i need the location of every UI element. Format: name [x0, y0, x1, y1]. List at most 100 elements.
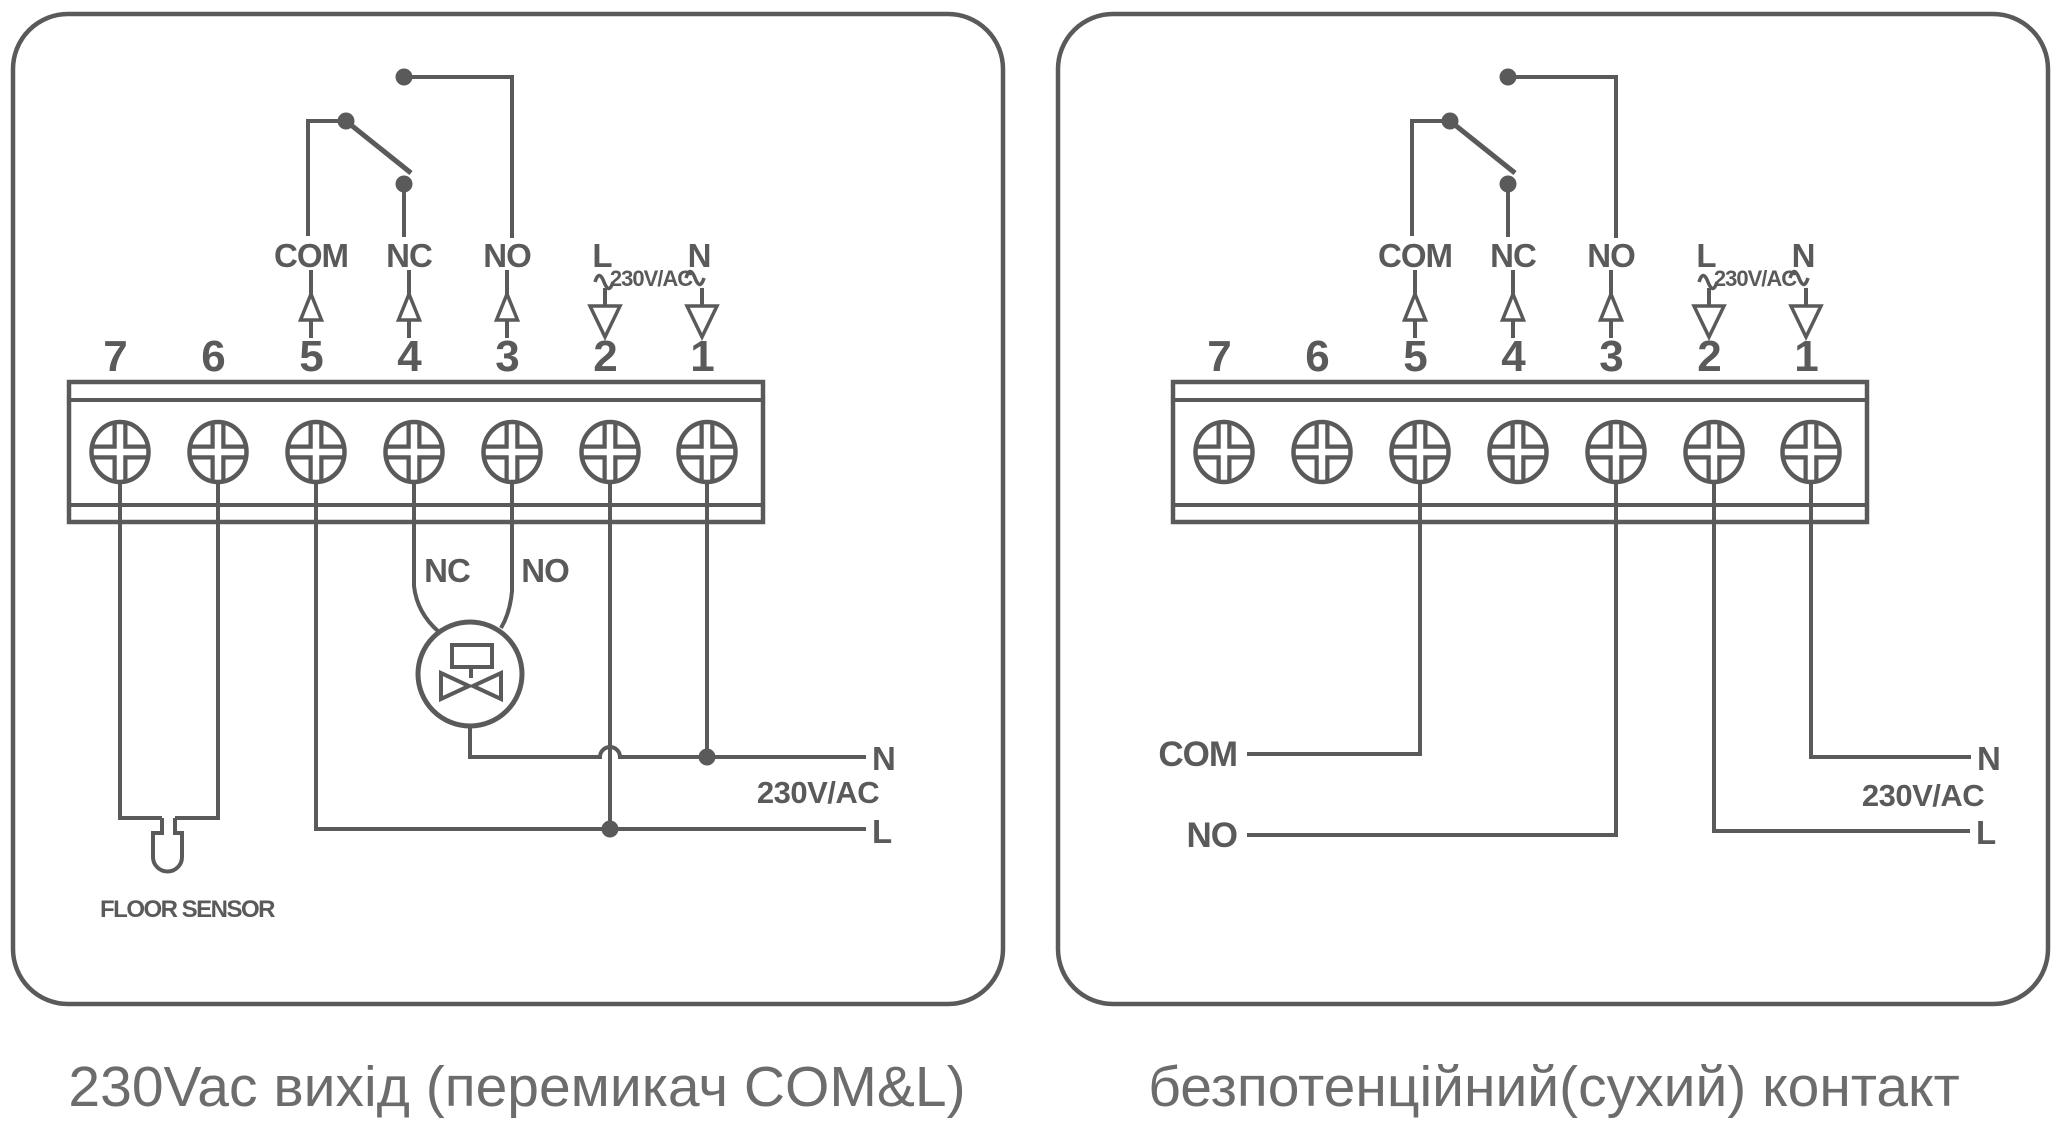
right-terminal-labels: COM NC NO L N 230V/AC	[1378, 237, 1815, 291]
switch-blade	[1448, 119, 1517, 175]
screw-terminal-5-icon	[288, 422, 345, 482]
terminal-number: 4	[397, 332, 422, 381]
terminal-number: 5	[1403, 332, 1427, 381]
left-terminal-block	[66, 379, 766, 525]
no-contact-dot	[395, 68, 413, 86]
com-label: COM	[274, 237, 348, 274]
right-supply-labels: N 230V/AC L	[1862, 740, 2001, 851]
left-diagram-border	[10, 11, 1006, 1007]
terminal-block-body	[1170, 379, 1870, 525]
wire-terminal-5-to-com	[1247, 452, 1422, 756]
terminal-number: 6	[1305, 332, 1328, 381]
arrow-up-icon	[1402, 292, 1428, 322]
wire-terminal-2-to-line	[1712, 452, 1970, 833]
screw-terminal-4-icon	[1490, 422, 1547, 482]
right-wiring	[1247, 452, 1971, 837]
screw-terminal-3-icon	[1588, 422, 1645, 482]
right-terminal-block	[1170, 379, 1870, 525]
no-wire	[404, 75, 514, 238]
screw-terminal-1-icon	[1783, 422, 1840, 482]
com-label: COM	[1378, 237, 1452, 274]
terminal-number: 3	[495, 332, 518, 381]
screw-terminal-4-icon	[386, 422, 443, 482]
terminal-number: 3	[1599, 332, 1622, 381]
valve-bowtie-right	[468, 669, 503, 703]
screw-terminal-6-icon	[190, 422, 247, 482]
terminal-number: 1	[1794, 332, 1818, 381]
no-contact-dot	[1499, 68, 1517, 86]
valve-bowtie-left	[439, 669, 474, 703]
voltage-top-label: 230V/AC	[610, 266, 693, 291]
wire-terminal-5-to-L	[314, 452, 866, 831]
wire-terminal-3-to-no	[1247, 452, 1618, 837]
terminal-number: 7	[103, 332, 126, 381]
right-terminal-numbers: 7 6 5 4 3 2 1	[1207, 332, 1819, 381]
supply-neutral-label: N	[872, 740, 895, 777]
nc-contact-dot	[395, 175, 413, 193]
junction-dot-neutral	[698, 748, 716, 766]
arrow-up-icon	[1500, 292, 1526, 322]
com-wire	[306, 119, 346, 236]
supply-line-label: L	[1976, 814, 1996, 851]
terminal-number: 4	[1501, 332, 1526, 381]
pivot-contact-dot	[1441, 112, 1459, 130]
valve-nc-label: NC	[424, 552, 470, 589]
com-wire	[1410, 119, 1450, 236]
arrow-up-icon	[494, 292, 520, 322]
screw-terminal-2-icon	[582, 422, 639, 482]
right-caption: безпотенційний(сухий) контакт	[1148, 1055, 1959, 1119]
screw-terminal-7-icon	[1196, 422, 1253, 482]
no-label: NO	[1587, 237, 1635, 274]
wire-terminal-3-to-valve	[499, 452, 514, 630]
screw-terminal-1-icon	[679, 422, 736, 482]
screw-terminal-2-icon	[1686, 422, 1743, 482]
left-wiring	[118, 452, 866, 838]
left-supply-labels: N 230V/AC L	[757, 740, 896, 850]
supply-voltage-label: 230V/AC	[757, 775, 879, 810]
left-wiring-diagram: COM NC NO L N 230V/AC 7 6 5 4	[10, 11, 1006, 1119]
switch-blade	[344, 119, 413, 175]
terminal-block-body	[66, 379, 766, 525]
left-terminal-labels: COM NC NO L N 230V/AC	[274, 237, 711, 291]
screw-terminal-6-icon	[1294, 422, 1351, 482]
no-wire	[1508, 75, 1618, 238]
line-label: L	[1696, 237, 1716, 274]
terminal-number: 6	[201, 332, 224, 381]
wire-terminal-1-to-neutral	[1809, 452, 1971, 759]
supply-neutral-label: N	[1977, 740, 2000, 777]
dry-contact-no-label: NO	[1187, 816, 1238, 855]
terminal-number: 7	[1207, 332, 1230, 381]
terminal-number: 5	[299, 332, 323, 381]
neutral-label: N	[1792, 237, 1815, 274]
screw-terminal-5-icon	[1392, 422, 1449, 482]
right-relay-switch-icon	[1410, 68, 1618, 238]
arrow-up-icon	[1598, 292, 1624, 322]
left-relay-switch-icon	[306, 68, 514, 238]
left-terminal-arrows	[298, 270, 719, 339]
pivot-contact-dot	[337, 112, 355, 130]
terminal-number: 1	[690, 332, 714, 381]
neutral-label: N	[688, 237, 711, 274]
valve-to-neutral-wire	[468, 726, 866, 759]
wire-terminal-4-to-valve	[412, 452, 441, 634]
supply-voltage-label: 230V/AC	[1862, 778, 1984, 813]
valve-no-label: NO	[521, 552, 569, 589]
floor-sensor-probe-icon	[151, 818, 184, 874]
voltage-top-label: 230V/AC	[1714, 266, 1797, 291]
arrow-up-icon	[298, 292, 324, 322]
dry-contact-com-label: COM	[1158, 735, 1237, 774]
terminal-number: 2	[593, 332, 616, 381]
screw-terminal-7-icon	[92, 422, 149, 482]
terminal-number: 2	[1697, 332, 1720, 381]
floor-sensor: FLOOR SENSOR	[100, 818, 277, 923]
right-diagram-border	[1055, 11, 2051, 1007]
arrow-up-icon	[396, 292, 422, 322]
right-terminal-arrows	[1402, 270, 1823, 339]
no-label: NO	[483, 237, 531, 274]
wire-terminal-7	[118, 452, 162, 820]
wire-terminal-6	[175, 452, 220, 820]
screw-terminal-3-icon	[484, 422, 541, 482]
nc-label: NC	[1490, 237, 1536, 274]
